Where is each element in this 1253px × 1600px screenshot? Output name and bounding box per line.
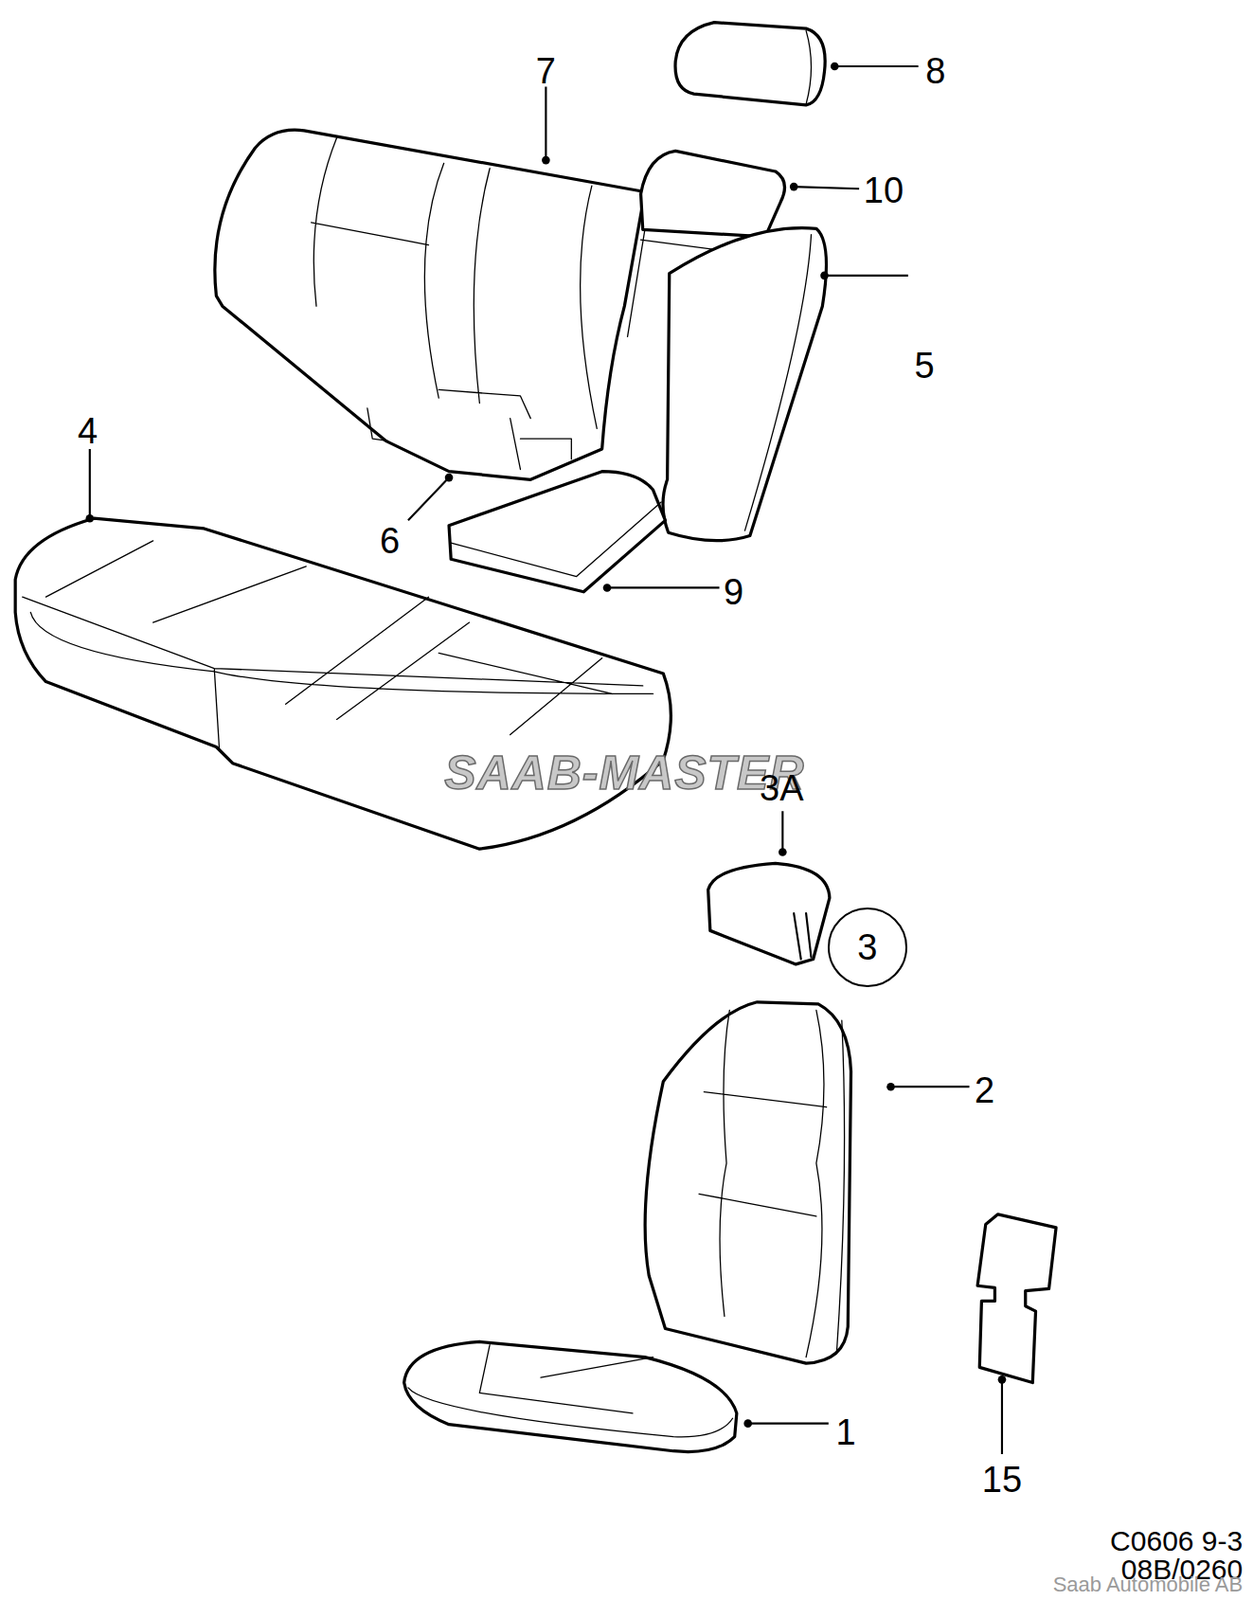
callout-number: 2	[974, 1072, 995, 1109]
armrest	[448, 471, 665, 592]
callout-number: 6	[379, 522, 400, 559]
callout-number: 5	[914, 347, 935, 384]
front-backrest	[644, 1002, 851, 1363]
leader-lines	[89, 66, 1003, 1454]
drawing-code: C0606 9-3	[1109, 1526, 1243, 1556]
callout-number: 4	[77, 412, 98, 449]
rear-seat-cushion	[15, 518, 671, 849]
callout-number: 3	[857, 929, 878, 966]
circle-outline	[828, 908, 907, 986]
watermark: SAAB-MASTER	[444, 749, 805, 797]
callout-number: 8	[925, 53, 946, 90]
rear-backrest	[214, 129, 645, 480]
callout-circle: 3	[826, 906, 909, 988]
callout-number: 10	[863, 172, 904, 209]
side-bolster	[662, 228, 826, 541]
leader-dots	[85, 62, 1006, 1428]
copyright-note: Saab Automobile AB	[1053, 1574, 1244, 1595]
callout-number: 15	[982, 1461, 1022, 1498]
callout-number: 3A	[759, 769, 804, 806]
headrest	[675, 22, 825, 106]
callout-number: 7	[536, 53, 556, 90]
callout-number: 9	[723, 573, 744, 610]
callout-number: 1	[836, 1414, 857, 1450]
front-seat-cushion	[404, 1341, 737, 1451]
front-headrest	[708, 862, 830, 965]
headrest-small	[641, 150, 786, 236]
back-panel	[977, 1214, 1057, 1383]
